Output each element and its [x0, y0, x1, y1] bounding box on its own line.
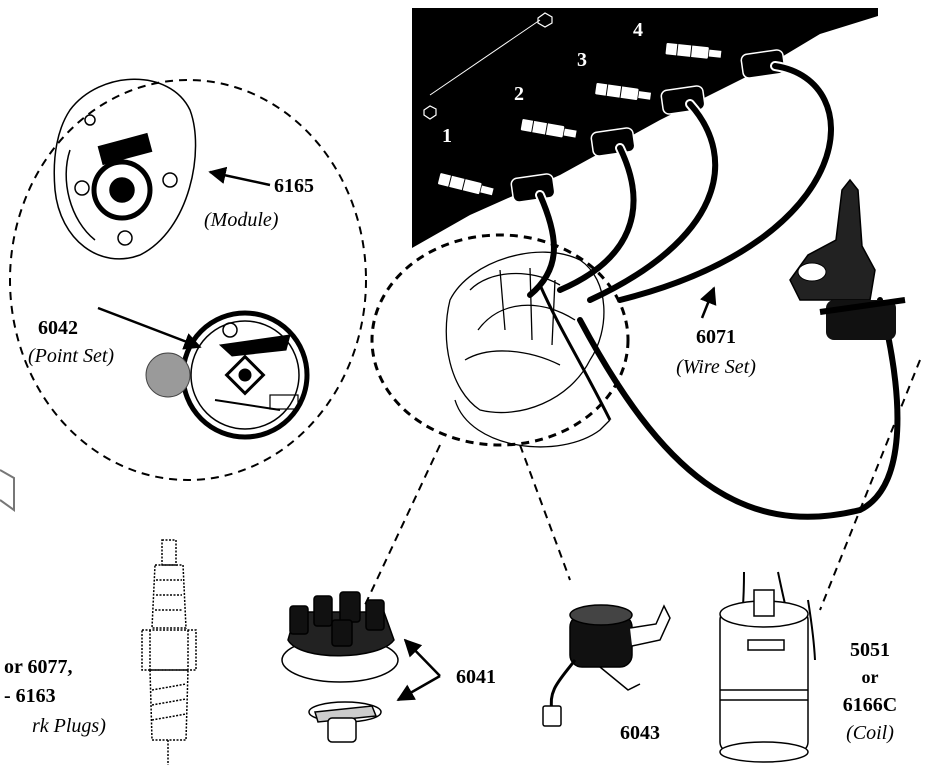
point-set-part-name: (Point Set) [28, 345, 114, 367]
module-part-name: (Module) [204, 209, 279, 231]
ignition-coil-icon [720, 572, 815, 762]
module-part-number: 6165 [274, 175, 314, 197]
condenser-part-number: 6043 [620, 722, 660, 744]
cropped-frame-edge [0, 470, 14, 510]
cap-rotor-part-number: 6041 [456, 666, 496, 688]
distributor-cap-icon [282, 592, 398, 682]
coil-part-number: 5051 [850, 639, 890, 661]
coil-part-name: (Coil) [846, 722, 894, 744]
condenser-icon [543, 605, 670, 726]
cylinder-label-4: 4 [633, 19, 643, 41]
wire-set-part-number: 6071 [696, 326, 736, 348]
spark-plugs-part-number-line2: - 6163 [4, 685, 56, 707]
point-set-icon [183, 313, 307, 437]
coil-or-text: or [862, 667, 879, 687]
spark-plug-icon [142, 540, 196, 765]
coil-alt-part-number: 6166C [843, 694, 897, 716]
spark-plugs-part-number-line1: or 6077, [4, 656, 73, 678]
spark-plugs-part-name: rk Plugs) [32, 715, 106, 737]
wire-set-part-name: (Wire Set) [676, 356, 756, 378]
breaker-plate-icon [54, 79, 195, 259]
cylinder-label-2: 2 [514, 83, 524, 105]
engine-block [412, 8, 878, 248]
cylinder-label-1: 1 [442, 125, 452, 147]
cylinder-label-3: 3 [577, 49, 587, 71]
point-set-disc [146, 353, 190, 397]
installed-ignition-coil-icon [790, 180, 905, 340]
point-set-part-number: 6042 [38, 317, 78, 339]
rotor-icon [309, 702, 381, 742]
